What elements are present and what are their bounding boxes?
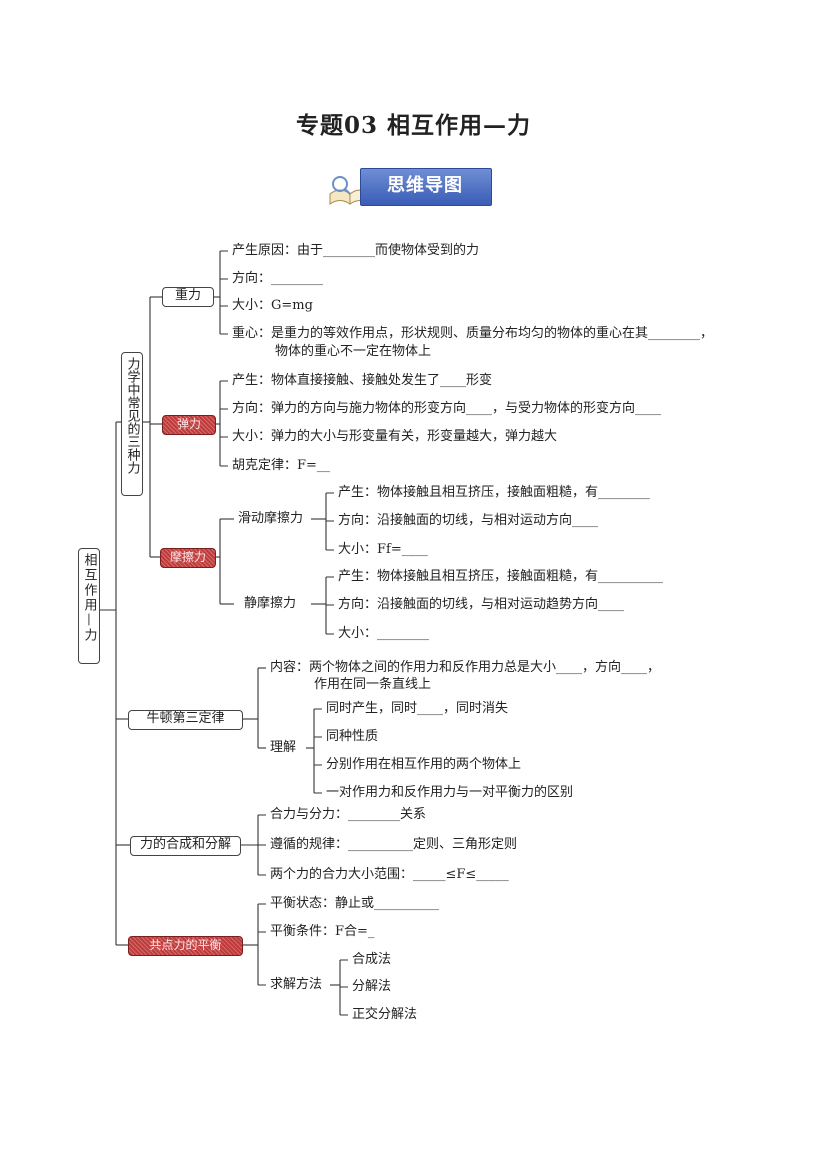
- composition-node: 力的合成和分解: [130, 836, 241, 856]
- equilibrium-methods-label: 求解方法: [270, 977, 323, 992]
- method-item: 合成法: [352, 952, 392, 967]
- elastic-direction: 方向：弹力的方向与施力物体的形变方向____，与受力物体的形变方向____: [232, 401, 662, 416]
- gravity-direction: 方向：________: [232, 271, 324, 286]
- method-item: 正交分解法: [352, 1007, 418, 1022]
- equilibrium-state: 平衡状态：静止或__________: [270, 896, 440, 911]
- sliding-direction: 方向：沿接触面的切线，与相对运动方向____: [338, 513, 599, 528]
- forces-group-label: 力学中常见的三种力: [124, 357, 140, 474]
- newton-node: 牛顿第三定律: [128, 710, 243, 730]
- newton-item: 同种性质: [326, 729, 379, 744]
- equilibrium-node: 共点力的平衡: [128, 936, 243, 956]
- badge-label: 思维导图: [387, 175, 463, 196]
- gravity-center: 重心：是重力的等效作用点，形状规则、质量分布均匀的物体的重心在其________…: [232, 326, 714, 341]
- static-friction-label: 静摩擦力: [244, 596, 297, 611]
- newton-item: 一对作用力和反作用力与一对平衡力的区别: [326, 785, 574, 800]
- sliding-cause: 产生：物体接触且相互挤压，接触面粗糙，有________: [338, 485, 651, 500]
- newton-content: 内容：两个物体之间的作用力和反作用力总是大小____，方向____，: [270, 660, 661, 675]
- composition-item: 遵循的规律：__________定则、三角形定则: [270, 837, 518, 852]
- newton-item: 同时产生，同时____，同时消失: [326, 701, 509, 716]
- forces-group-node: 力学中常见的三种力: [121, 352, 143, 496]
- sliding-magnitude: 大小：Ff=____: [338, 542, 428, 557]
- badge-bar: [360, 168, 492, 206]
- gravity-node: 重力: [162, 287, 214, 307]
- elastic-hooke: 胡克定律：F=__: [232, 458, 330, 473]
- static-cause: 产生：物体接触且相互挤压，接触面粗糙，有__________: [338, 569, 664, 584]
- root-node: 相互作用—力: [78, 548, 100, 664]
- composition-item: 两个力的合力大小范围：_____≤F≤_____: [270, 867, 509, 882]
- sliding-friction-label: 滑动摩擦力: [238, 511, 304, 526]
- gravity-center-2: 物体的重心不一定在物体上: [275, 344, 432, 359]
- composition-item: 合力与分力：________关系: [270, 807, 427, 822]
- friction-node: 摩擦力: [160, 548, 216, 568]
- static-direction: 方向：沿接触面的切线，与相对运动趋势方向____: [338, 597, 625, 612]
- elastic-cause: 产生：物体直接接触、接触处发生了____形变: [232, 373, 493, 388]
- root-label: 相互作用—力: [81, 553, 97, 643]
- newton-item: 分别作用在相互作用的两个物体上: [326, 757, 522, 772]
- newton-understanding: 理解: [270, 740, 297, 755]
- elastic-magnitude: 大小：弹力的大小与形变量有关，形变量越大，弹力越大: [232, 429, 558, 444]
- gravity-magnitude: 大小：G=mg: [232, 298, 313, 313]
- equilibrium-condition: 平衡条件：F合=_: [270, 924, 375, 939]
- gravity-cause: 产生原因：由于________而使物体受到的力: [232, 243, 480, 258]
- newton-content-2: 作用在同一条直线上: [314, 677, 432, 692]
- method-item: 分解法: [352, 979, 392, 994]
- static-magnitude: 大小：________: [338, 626, 430, 641]
- page-title: 专题03 相互作用—力: [295, 112, 531, 139]
- mindmap-badge: 思维导图: [326, 168, 492, 208]
- elastic-node: 弹力: [162, 415, 216, 435]
